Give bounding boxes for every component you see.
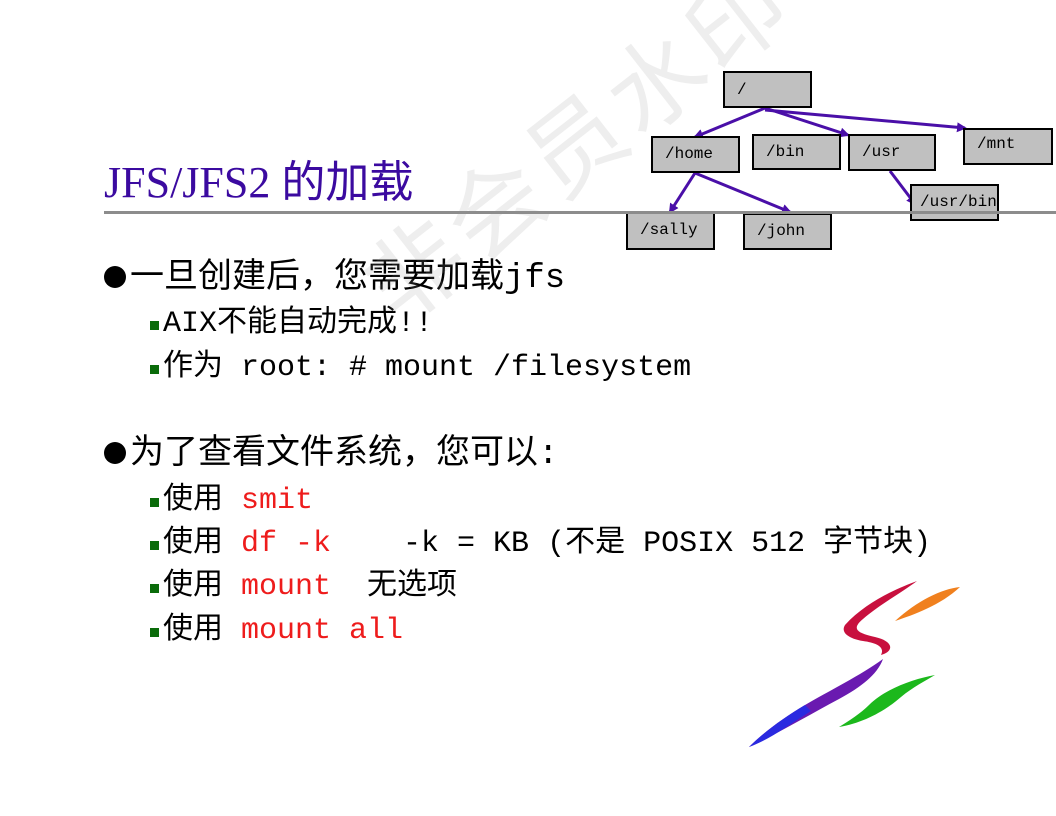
- edge-home-john: [694, 171, 792, 214]
- sub-bullet-suffix: 无选项: [331, 570, 458, 604]
- sub-bullet-prefix: 使用: [163, 484, 242, 518]
- edge-root-home: [693, 106, 766, 139]
- bullet-mount-intro: 一旦创建后，您需要加载jfs: [104, 248, 565, 298]
- square-bullet-icon: [150, 584, 159, 593]
- node-home: /home: [651, 136, 740, 173]
- node-usr-bin: /usr/bin: [910, 184, 999, 221]
- sub-bullet-text: 作为 root: # mount /filesystem: [163, 351, 692, 385]
- node-sally: /sally: [626, 212, 715, 250]
- edge-home-sally: [668, 172, 697, 214]
- sub-bullet-root-mount: 作为 root: # mount /filesystem: [150, 340, 691, 385]
- round-bullet-icon: [104, 442, 126, 464]
- bullet-text: 一旦创建后，您需要加载jfs: [130, 260, 566, 298]
- slide-title: JFS/JFS2 的加载: [104, 158, 414, 207]
- sub-bullet-smit: 使用 smit: [150, 473, 313, 518]
- bullet-text: 为了查看文件系统，您可以:: [130, 436, 559, 474]
- square-bullet-icon: [150, 365, 159, 374]
- command-text: smit: [241, 484, 314, 518]
- directory-tree-diagram: / /home /bin /usr /mnt /usr/bin /sally /…: [0, 0, 1056, 260]
- sub-bullet-suffix: -k = KB (不是 POSIX 512 字节块): [331, 527, 932, 561]
- brush-stroke-logo-icon: [749, 581, 960, 747]
- node-bin: /bin: [752, 134, 841, 170]
- square-bullet-icon: [150, 628, 159, 637]
- sub-bullet-df: 使用 df -k -k = KB (不是 POSIX 512 字节块): [150, 516, 931, 561]
- tree-connectors: [668, 106, 967, 214]
- bullet-view-filesystems: 为了查看文件系统，您可以:: [104, 424, 558, 474]
- title-divider: [104, 211, 1056, 214]
- round-bullet-icon: [104, 266, 126, 288]
- sub-bullet-text: AIX不能自动完成!!: [163, 307, 434, 341]
- edge-root-mnt: [764, 108, 967, 133]
- node-usr: /usr: [848, 134, 936, 171]
- sub-bullet-aix-auto: AIX不能自动完成!!: [150, 296, 433, 341]
- sub-bullet-prefix: 使用: [163, 614, 242, 648]
- square-bullet-icon: [150, 321, 159, 330]
- node-root: /: [723, 71, 812, 108]
- command-text: df -k: [241, 527, 332, 561]
- node-john: /john: [743, 213, 832, 250]
- sub-bullet-mount: 使用 mount 无选项: [150, 559, 457, 604]
- sub-bullet-mount-all: 使用 mount all: [150, 603, 403, 648]
- square-bullet-icon: [150, 541, 159, 550]
- sub-bullet-prefix: 使用: [163, 570, 242, 604]
- node-mnt: /mnt: [963, 128, 1053, 165]
- command-text: mount all: [241, 614, 404, 648]
- square-bullet-icon: [150, 498, 159, 507]
- sub-bullet-prefix: 使用: [163, 527, 242, 561]
- command-text: mount: [241, 570, 332, 604]
